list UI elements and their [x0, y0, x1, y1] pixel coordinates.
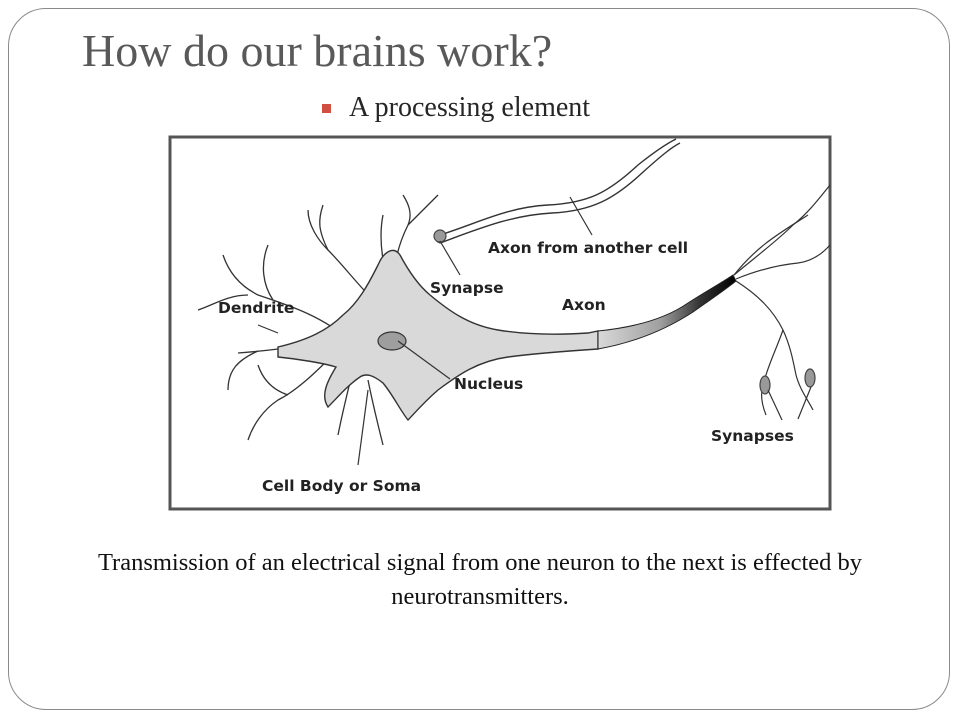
label-axon: Axon — [562, 296, 606, 314]
lower-synapses — [759, 368, 816, 395]
slide-title: How do our brains work? — [82, 25, 553, 76]
label-synapse: Synapse — [430, 279, 504, 297]
slide-caption: Transmission of an electrical signal fro… — [97, 549, 863, 610]
nucleus-shape — [377, 331, 407, 351]
bullet-item: A processing element — [322, 92, 590, 124]
square-bullet-icon — [322, 103, 331, 113]
bullet-text: A processing element — [349, 92, 591, 123]
label-axon-from-another-cell: Axon from another cell — [488, 239, 688, 257]
diagram-border — [168, 135, 832, 511]
slide-frame — [8, 8, 950, 710]
label-dendrite: Dendrite — [218, 299, 294, 317]
soma — [277, 249, 599, 422]
label-cell-body: Cell Body or Soma — [262, 477, 421, 495]
label-synapses: Synapses — [711, 427, 794, 445]
upper-synapse — [433, 229, 447, 243]
leader-lines — [257, 196, 812, 466]
axon — [597, 274, 737, 350]
label-nucleus: Nucleus — [454, 375, 523, 393]
neuron-diagram: Axon from another cell Synapse Axon Dend… — [168, 135, 832, 511]
